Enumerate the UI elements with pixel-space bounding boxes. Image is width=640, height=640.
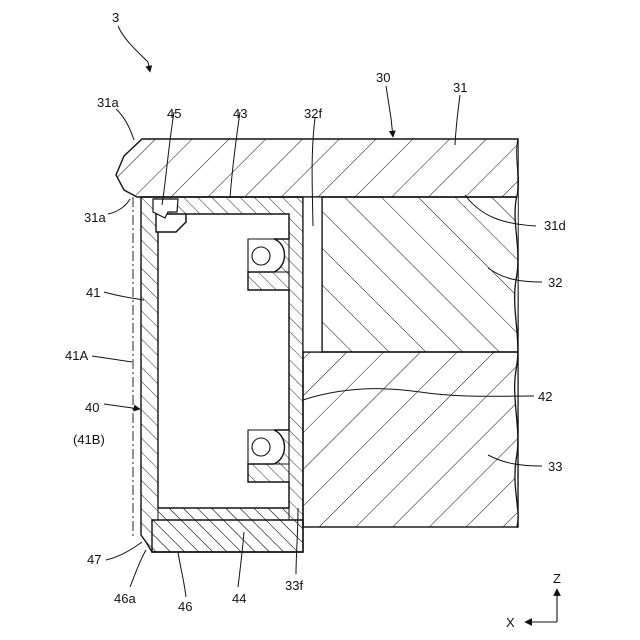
label-46a: 46a bbox=[114, 591, 136, 606]
part-32-upper-block bbox=[322, 197, 518, 352]
axis-label-x: X bbox=[506, 615, 515, 630]
label-44: 44 bbox=[232, 591, 246, 606]
label-31d: 31d bbox=[544, 218, 566, 233]
axis-label-z: Z bbox=[553, 571, 561, 586]
label-40: 40 bbox=[85, 400, 99, 415]
label-30: 30 bbox=[376, 70, 390, 85]
label-31a-bottom: 31a bbox=[84, 210, 106, 225]
label-32: 32 bbox=[548, 275, 562, 290]
label-31: 31 bbox=[453, 80, 467, 95]
label-42: 42 bbox=[538, 389, 552, 404]
label-32f: 32f bbox=[304, 106, 322, 121]
axis-indicator bbox=[525, 589, 557, 622]
label-33f: 33f bbox=[285, 578, 303, 593]
label-46: 46 bbox=[178, 599, 192, 614]
part-33-lower-block bbox=[303, 352, 518, 527]
label-41B: (41B) bbox=[73, 432, 105, 447]
part-31-top-plate bbox=[116, 139, 518, 197]
label-31a-top: 31a bbox=[97, 95, 119, 110]
label-33: 33 bbox=[548, 459, 562, 474]
label-47: 47 bbox=[87, 552, 101, 567]
label-43: 43 bbox=[233, 106, 247, 121]
label-45: 45 bbox=[167, 106, 181, 121]
label-41: 41 bbox=[86, 285, 100, 300]
label-41A: 41A bbox=[65, 348, 88, 363]
part-40-frame-profile bbox=[141, 197, 303, 552]
label-fig-ref: 3 bbox=[112, 10, 119, 25]
